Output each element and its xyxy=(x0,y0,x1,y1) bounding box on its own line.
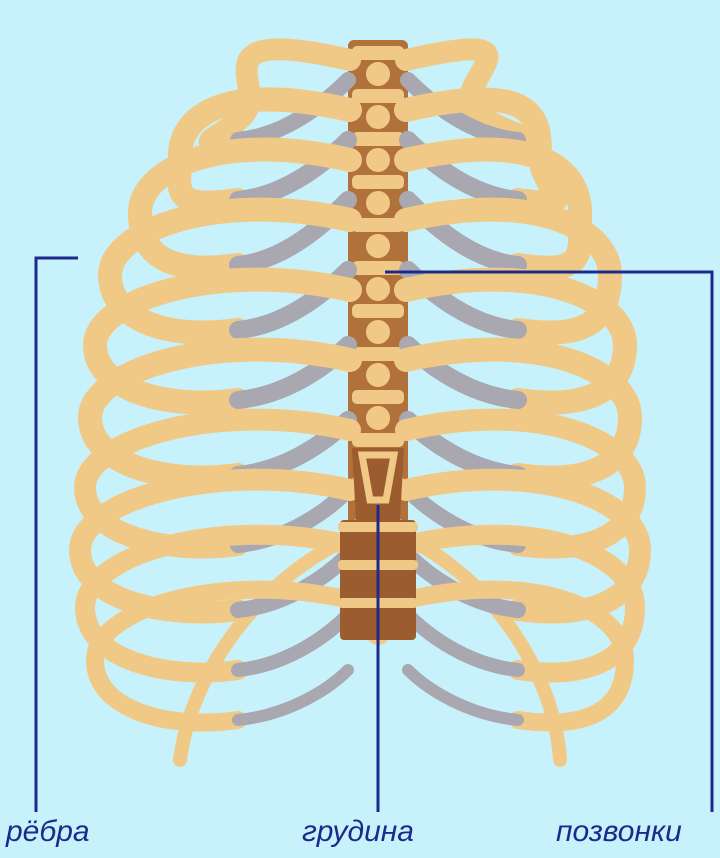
ribs-leader-line xyxy=(36,258,78,812)
rib-10-cartilage-right xyxy=(408,670,518,720)
vertebra-disc xyxy=(352,132,404,146)
vertebra-body xyxy=(366,234,390,258)
vertebra-body xyxy=(366,277,390,301)
vertebra-body xyxy=(366,105,390,129)
vertebra-body xyxy=(366,148,390,172)
vertebra-disc xyxy=(352,175,404,189)
vertebra-disc xyxy=(352,89,404,103)
vertebra-body xyxy=(366,363,390,387)
vertebra-disc xyxy=(352,304,404,318)
vertebra-disc xyxy=(352,433,404,447)
sternum-label: грудина xyxy=(302,814,414,850)
vertebra-disc xyxy=(352,390,404,404)
vertebrae-label: позвонки xyxy=(556,814,682,850)
rib-10-cartilage-left xyxy=(238,670,348,720)
vertebra-body xyxy=(366,62,390,86)
rib-9-cartilage-left xyxy=(238,615,348,670)
vertebra-body xyxy=(366,406,390,430)
ribs-label: рёбра xyxy=(6,814,90,850)
vertebra-body xyxy=(366,320,390,344)
vertebra-body xyxy=(366,191,390,215)
